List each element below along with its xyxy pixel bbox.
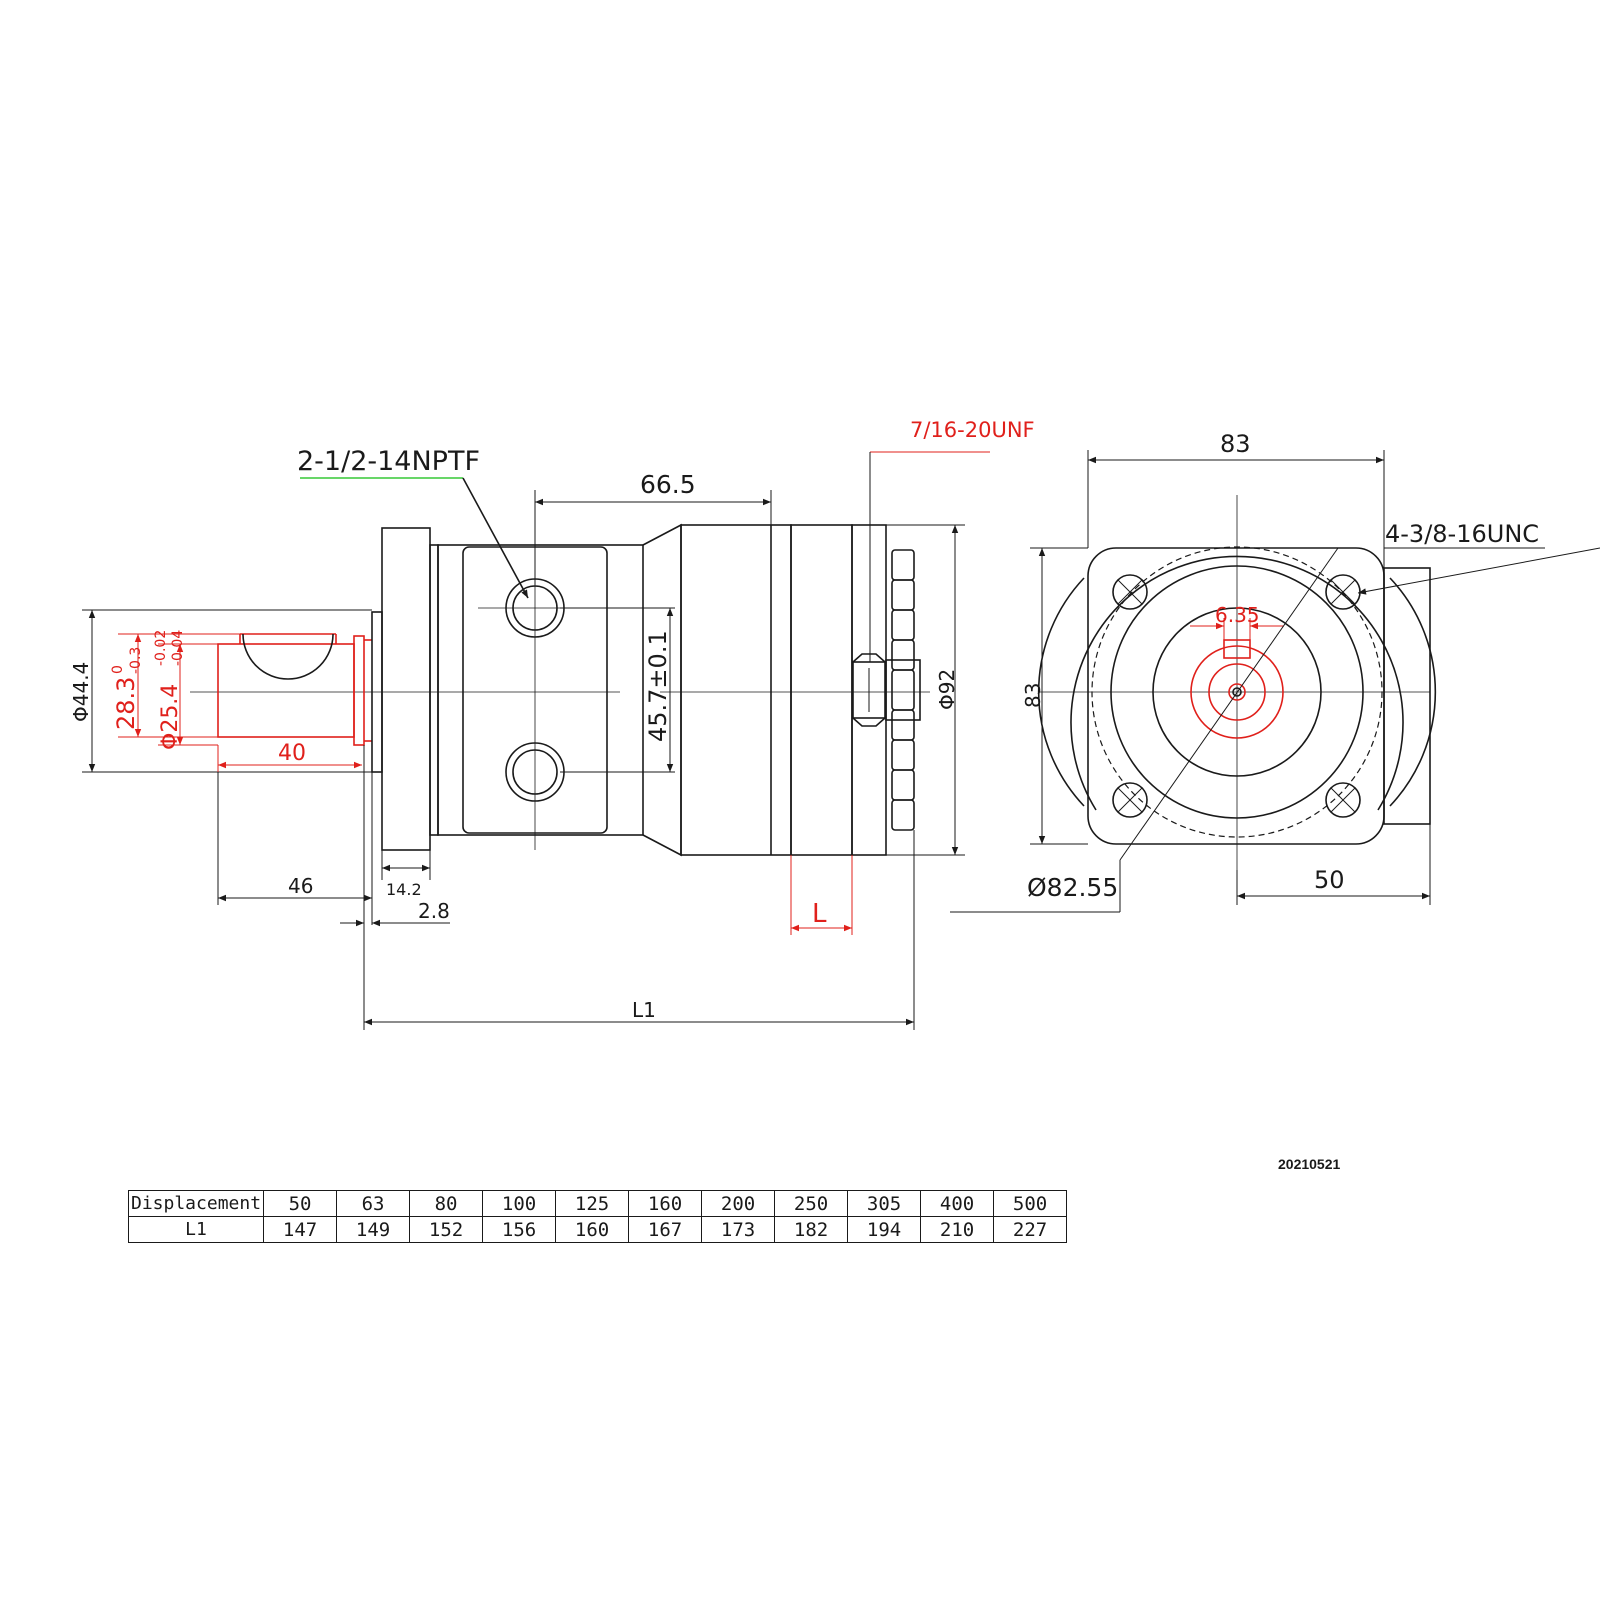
mount-hole-br xyxy=(1325,782,1361,818)
dim-shaft-key-tol-lower: -0.3 xyxy=(128,647,144,674)
port-thread-label: 2-1/2-14NPTF xyxy=(297,446,480,477)
rear-housing-outline xyxy=(1070,555,1404,811)
table-cell: 500 xyxy=(993,1190,1068,1217)
drain-thread-label: 7/16-20UNF xyxy=(910,418,1035,442)
dim-flange-diameter: Φ44.4 xyxy=(69,662,93,722)
table-row-displacement: Displacement 50 63 80 100 125 160 200 25… xyxy=(127,1190,1068,1217)
table-cell: 194 xyxy=(847,1216,922,1243)
front-view: 6.35 Ø82.55 83 83 4-3/8-16UNC 50 xyxy=(950,430,1600,913)
dim-shaft-key-tol-upper: 0 xyxy=(110,665,126,674)
table-cell: 305 xyxy=(847,1190,922,1217)
table-cell: 100 xyxy=(482,1190,557,1217)
dim-shaft-key: 28.3 xyxy=(112,677,140,730)
dim-shaft-dia-tol-lower: -0.04 xyxy=(170,630,186,666)
table-header-label: Displacement xyxy=(127,1190,265,1217)
table-cell: 173 xyxy=(701,1216,776,1243)
date-stamp: 20210521 xyxy=(1278,1156,1341,1172)
table-cell: 147 xyxy=(263,1216,338,1243)
mount-hole-bl xyxy=(1112,782,1148,818)
table-cell: 50 xyxy=(263,1190,338,1217)
shaft xyxy=(217,633,372,746)
table-cell: 156 xyxy=(482,1216,557,1243)
table-cell: 167 xyxy=(628,1216,703,1243)
mounting-flange xyxy=(371,527,439,851)
dim-front-height: 83 xyxy=(1021,683,1045,708)
side-view: 2-1/2-14NPTF 7/16-20UNF 66.5 45.7±0.1 Φ9… xyxy=(69,418,1035,1030)
shaft-end xyxy=(1190,639,1284,739)
drain-port xyxy=(852,653,886,727)
dim-offset: 50 xyxy=(1314,866,1345,894)
table-cell: 80 xyxy=(409,1190,484,1217)
table-cell: 250 xyxy=(774,1190,849,1217)
table-row-l1: L1 147 149 152 156 160 167 173 182 194 2… xyxy=(127,1216,1068,1243)
dim-port-spacing-top: 66.5 xyxy=(640,470,696,499)
table-row-label: L1 xyxy=(127,1216,265,1243)
mount-holes-label: 4-3/8-16UNC xyxy=(1385,520,1539,548)
dim-shaft-dia-tol-upper: -0.02 xyxy=(153,630,169,666)
mount-hole-tl xyxy=(1112,574,1148,610)
table-cell: 200 xyxy=(701,1190,776,1217)
bolt-circle xyxy=(1091,546,1383,838)
dim-overall-length: L1 xyxy=(632,998,656,1022)
dim-bolt-circle: Ø82.55 xyxy=(1027,873,1118,902)
dim-drain-distance: L xyxy=(812,899,827,929)
dim-front-width: 83 xyxy=(1220,430,1251,458)
dim-shaft-diameter: Φ25.4 xyxy=(158,684,183,750)
table-cell: 227 xyxy=(993,1216,1068,1243)
table-cell: 160 xyxy=(555,1216,630,1243)
table-cell: 210 xyxy=(920,1216,995,1243)
mount-hole-tr xyxy=(1325,574,1361,610)
table-cell: 149 xyxy=(336,1216,411,1243)
table-cell: 63 xyxy=(336,1190,411,1217)
dim-flange-thickness: 14.2 xyxy=(386,880,422,899)
table-cell: 400 xyxy=(920,1190,995,1217)
table-cell: 160 xyxy=(628,1190,703,1217)
motor-housing xyxy=(437,523,887,857)
dim-key-width: 6.35 xyxy=(1215,603,1260,627)
table-cell: 125 xyxy=(555,1190,630,1217)
displacement-table: Displacement 50 63 80 100 125 160 200 25… xyxy=(127,1190,1068,1243)
end-bolt-stack xyxy=(885,549,921,831)
dim-body-diameter: Φ92 xyxy=(935,669,959,710)
table-cell: 182 xyxy=(774,1216,849,1243)
dim-pilot-thickness: 2.8 xyxy=(418,899,450,923)
table-cell: 152 xyxy=(409,1216,484,1243)
dim-shaft-length: 40 xyxy=(278,741,306,766)
dim-shaft-total: 46 xyxy=(288,874,313,898)
port-upper xyxy=(478,500,605,850)
dim-port-spacing-vertical: 45.7±0.1 xyxy=(644,630,672,742)
